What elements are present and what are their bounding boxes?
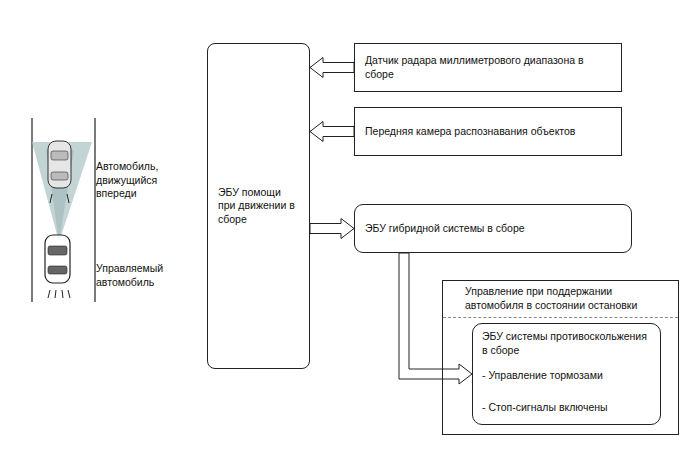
sensor-cone — [32, 142, 92, 242]
box-label: ЭБУ гибридной системы в сборе — [365, 222, 525, 236]
motion-dash — [50, 194, 52, 203]
list-item: - Управление тормозами — [482, 369, 651, 383]
ecu-box: ЭБУ помощи при движении в сборе — [207, 43, 310, 369]
vehicle-label: Управляемый автомобиль — [96, 262, 176, 289]
own-vehicle — [45, 235, 70, 298]
ecu-box: ЭБУ гибридной системы в сборе — [354, 204, 632, 253]
sensor-box: Датчик радара миллиметрового диапазона в… — [354, 43, 622, 92]
box-label: Датчик радара миллиметрового диапазона в… — [365, 54, 611, 81]
hollow-arrow — [310, 58, 354, 78]
hollow-arrow — [310, 219, 354, 239]
control-group: Управление при поддержании автомобиля в … — [442, 280, 679, 435]
box-label: ЭБУ системы противоскольжения в сборе — [482, 330, 651, 357]
hollow-arrow — [399, 253, 472, 384]
vehicle-label: Автомобиль, движущийся впереди — [96, 160, 176, 201]
camera-box: Передняя камера распознавания объектов — [354, 107, 622, 156]
road-edge — [31, 118, 32, 302]
ecu-box: ЭБУ системы противоскольжения в сборе - У… — [472, 323, 661, 425]
group-heading: Управление при поддержании автомобиля в … — [443, 281, 678, 318]
road-edge — [94, 118, 95, 302]
vehicle-ahead — [48, 141, 71, 188]
box-label: Передняя камера распознавания объектов — [365, 125, 575, 139]
list-item: - Стоп-сигналы включены — [482, 401, 651, 415]
hollow-arrow — [310, 122, 354, 142]
box-label: ЭБУ помощи при движении в сборе — [218, 186, 301, 227]
motion-dash — [67, 194, 69, 203]
